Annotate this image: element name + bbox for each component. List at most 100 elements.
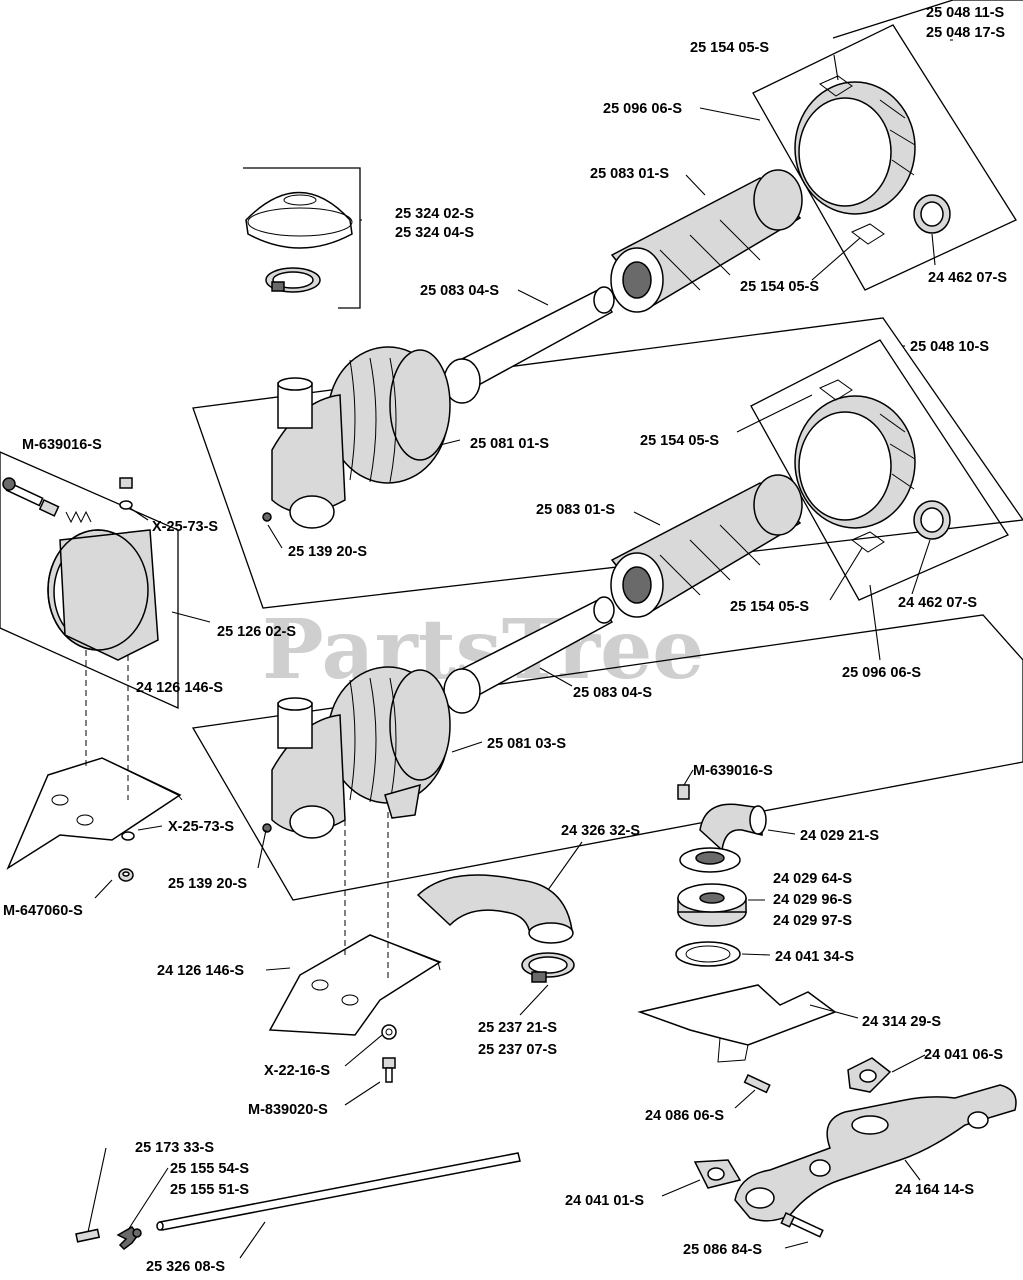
cover-top — [794, 81, 916, 215]
label-clip-mid-b: 25 154 05-S — [730, 599, 809, 615]
label-x2573-b: X-25-73-S — [168, 819, 234, 835]
intake-manifold — [734, 1084, 1017, 1222]
hose-clamp-lower — [521, 952, 575, 983]
cover-mid — [794, 395, 916, 529]
label-seal-top: 24 462 07-S — [928, 270, 1007, 286]
label-bracket-02: 25 126 02-S — [217, 624, 296, 640]
label-gasket-34: 24 041 34-S — [775, 949, 854, 965]
nut-m647060 — [118, 868, 134, 882]
label-m839020: M-839020-S — [248, 1102, 328, 1118]
label-m639016-b: M-639016-S — [693, 763, 773, 779]
screw-m639016-b — [677, 784, 690, 800]
label-x2573-a: X-25-73-S — [152, 519, 218, 535]
air-cleaner-cap — [245, 191, 353, 249]
label-spacer-96: 24 029 96-S — [773, 892, 852, 908]
air-cleaner-housing-lower — [271, 666, 451, 839]
label-clip-top-a: 25 154 05-S — [690, 40, 769, 56]
clip-top-a — [819, 75, 853, 97]
hose-clamp-top — [265, 267, 321, 293]
plug-lower — [262, 823, 272, 833]
leader-lines — [87, 39, 953, 1259]
bracket-box — [0, 451, 179, 710]
elbow-24029 — [679, 803, 767, 873]
label-clamp-21: 25 237 21-S — [478, 1020, 557, 1036]
clip-25155 — [116, 1226, 142, 1250]
label-gasket-06: 24 041 06-S — [924, 1047, 1003, 1063]
label-plug-a: 25 139 20-S — [288, 544, 367, 560]
label-clamp-07: 25 237 07-S — [478, 1042, 557, 1058]
filter-element-top — [610, 169, 803, 313]
label-clip-mid-a: 25 154 05-S — [640, 433, 719, 449]
label-clip-54: 25 155 54-S — [170, 1161, 249, 1177]
hose-elbow — [416, 874, 574, 944]
label-plug-b: 25 139 20-S — [168, 876, 247, 892]
label-spacer-97: 24 029 97-S — [773, 913, 852, 929]
label-spacer-64: 24 029 64-S — [773, 871, 852, 887]
label-pin-33: 25 173 33-S — [135, 1140, 214, 1156]
label-filter-top: 25 083 01-S — [590, 166, 669, 182]
label-tube-top: 25 083 04-S — [420, 283, 499, 299]
label-seal-mid: 24 462 07-S — [898, 595, 977, 611]
label-kit-17s: 25 048 17-S — [926, 25, 1005, 41]
label-housing-01: 25 081 01-S — [470, 436, 549, 452]
spacer-block — [677, 883, 747, 927]
label-kit-11s: 25 048 11-S — [926, 5, 1005, 21]
label-clip-51: 25 155 51-S — [170, 1182, 249, 1198]
pin-25173 — [75, 1228, 101, 1243]
label-gasket-01: 24 041 01-S — [565, 1193, 644, 1209]
screw-m639016-a — [119, 477, 133, 510]
filter-kit-box-top — [752, 24, 1017, 291]
gasket-24041-06 — [847, 1057, 892, 1093]
plug-upper — [262, 512, 272, 522]
air-cleaner-box-lower — [191, 614, 1023, 901]
clip-top-b — [851, 223, 885, 245]
label-cap-04: 25 324 04-S — [395, 225, 474, 241]
bolt-spring-assembly — [2, 477, 92, 524]
label-housing-03: 25 081 03-S — [487, 736, 566, 752]
washer-x2573-b — [121, 831, 135, 841]
mounting-bracket — [47, 529, 159, 661]
inner-tube-top — [443, 286, 615, 404]
air-cleaner-box-upper — [192, 317, 1023, 609]
gasket-24041-01 — [693, 1159, 742, 1189]
label-plate-a: 24 126 146-S — [136, 680, 223, 696]
label-elbow-21: 24 029 21-S — [800, 828, 879, 844]
label-clip-top-b: 25 154 05-S — [740, 279, 819, 295]
clip-mid-a — [819, 379, 853, 401]
bolt-m839020 — [382, 1057, 396, 1083]
screw-24086 — [743, 1074, 771, 1094]
label-cover-top: 25 096 06-S — [603, 101, 682, 117]
label-x2216: X-22-16-S — [264, 1063, 330, 1079]
filter-element-mid — [610, 474, 803, 618]
clip-mid-b — [851, 531, 885, 553]
part-labels: 25 048 11-S 25 048 17-S 25 154 05-S 25 0… — [3, 5, 1007, 1275]
gasket-24041-34 — [675, 941, 741, 967]
bolt-25086 — [780, 1212, 824, 1238]
label-m647060: M-647060-S — [3, 903, 83, 919]
label-cap-02: 25 324 02-S — [395, 206, 474, 222]
filter-kit-box-mid — [750, 339, 1009, 601]
label-bolt-84: 25 086 84-S — [683, 1242, 762, 1258]
label-manifold-14: 24 164 14-S — [895, 1182, 974, 1198]
air-cleaner-housing-upper — [271, 346, 451, 529]
washer-x2216 — [381, 1024, 397, 1040]
inner-tube-mid — [443, 596, 615, 714]
label-rod-08: 25 326 08-S — [146, 1259, 225, 1275]
label-filter-mid: 25 083 01-S — [536, 502, 615, 518]
bracket-24314 — [637, 984, 837, 1063]
label-cover-mid: 25 096 06-S — [842, 665, 921, 681]
label-hose-32: 24 326 32-S — [561, 823, 640, 839]
label-kit-10s: 25 048 10-S — [910, 339, 989, 355]
seal-top — [913, 194, 951, 234]
seal-mid — [913, 500, 951, 540]
label-m639016-a: M-639016-S — [22, 437, 102, 453]
label-bracket-29: 24 314 29-S — [862, 1014, 941, 1030]
label-screw-06: 24 086 06-S — [645, 1108, 724, 1124]
label-tube-mid: 25 083 04-S — [573, 685, 652, 701]
mount-plate-center — [268, 934, 442, 1036]
rod-25326 — [156, 1152, 521, 1231]
cap-kit-box — [243, 167, 361, 309]
label-plate-b: 24 126 146-S — [157, 963, 244, 979]
